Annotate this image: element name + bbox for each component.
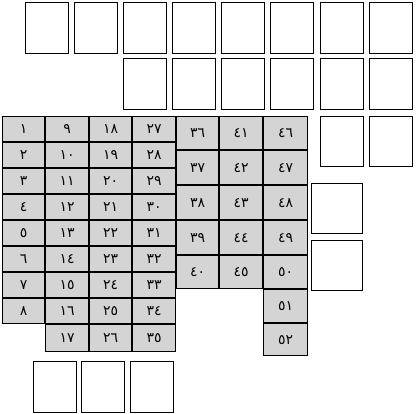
number-cell: ٢٥	[89, 298, 132, 324]
number-cell: ٢٧	[132, 116, 176, 142]
number-cell: ٣٠	[132, 194, 176, 220]
empty-slot[interactable]	[311, 240, 363, 291]
number-cell: ١٣	[45, 220, 89, 246]
number-cell: ٢٦	[89, 324, 132, 352]
number-cell: ٤٦	[263, 116, 308, 150]
number-cell: ٢٩	[132, 168, 176, 194]
number-cell: ٤٥	[219, 255, 263, 289]
number-cell: ٤٧	[263, 150, 308, 185]
number-cell: ٣٩	[176, 220, 219, 255]
empty-slot[interactable]	[369, 2, 413, 54]
number-cell: ١٠	[45, 142, 89, 168]
empty-slot[interactable]	[270, 2, 314, 54]
number-cell: ١٦	[45, 298, 89, 324]
empty-slot[interactable]	[25, 2, 69, 54]
number-cell: ١٥	[45, 272, 89, 298]
number-cell: ٤٤	[219, 220, 263, 255]
empty-slot[interactable]	[172, 58, 216, 110]
empty-slot[interactable]	[221, 58, 265, 110]
number-cell: ١٨	[89, 116, 132, 142]
number-cell: ٢	[2, 142, 45, 168]
empty-slot[interactable]	[33, 361, 77, 413]
empty-slot[interactable]	[320, 2, 364, 54]
number-cell: ١٩	[89, 142, 132, 168]
number-cell: ٣٢	[132, 246, 176, 272]
number-cell: ٣٤	[132, 298, 176, 324]
number-cell: ٤٣	[219, 185, 263, 220]
number-cell: ٥٠	[263, 255, 308, 289]
number-cell: ٩	[45, 116, 89, 142]
number-cell: ٣	[2, 168, 45, 194]
number-cell: ٤	[2, 194, 45, 220]
number-cell: ٤٠	[176, 255, 219, 289]
number-cell: ١٢	[45, 194, 89, 220]
number-cell: ٣٥	[132, 324, 176, 352]
number-cell: ٦	[2, 246, 45, 272]
number-cell: ٣١	[132, 220, 176, 246]
empty-slot[interactable]	[130, 361, 174, 413]
number-cell: ٣٧	[176, 150, 219, 185]
number-cell: ٢٢	[89, 220, 132, 246]
number-cell: ١١	[45, 168, 89, 194]
empty-slot[interactable]	[74, 2, 118, 54]
empty-slot[interactable]	[81, 361, 125, 413]
number-cell: ٣٨	[176, 185, 219, 220]
empty-slot[interactable]	[172, 2, 216, 54]
number-cell: ٣٦	[176, 116, 219, 150]
number-cell: ٤٩	[263, 220, 308, 255]
number-cell: ٨	[2, 298, 45, 324]
number-cell: ٤٨	[263, 185, 308, 220]
empty-slot[interactable]	[320, 116, 364, 167]
empty-slot[interactable]	[369, 116, 413, 167]
number-cell: ٥	[2, 220, 45, 246]
number-cell: ٧	[2, 272, 45, 298]
number-cell: ٢٨	[132, 142, 176, 168]
number-cell: ٥٢	[263, 323, 308, 356]
number-cell: ٥١	[263, 289, 308, 323]
number-cell: ٤٢	[219, 150, 263, 185]
number-cell: ٢١	[89, 194, 132, 220]
number-cell: ٢٣	[89, 246, 132, 272]
empty-slot[interactable]	[320, 58, 364, 110]
empty-slot[interactable]	[369, 58, 413, 110]
empty-slot[interactable]	[123, 58, 167, 110]
number-cell: ١٧	[45, 324, 89, 352]
number-cell: ١٤	[45, 246, 89, 272]
empty-slot[interactable]	[311, 183, 363, 234]
number-cell: ٤١	[219, 116, 263, 150]
number-cell: ٣٣	[132, 272, 176, 298]
number-cell: ١	[2, 116, 45, 142]
empty-slot[interactable]	[270, 58, 314, 110]
number-cell: ٢٤	[89, 272, 132, 298]
empty-slot[interactable]	[221, 2, 265, 54]
number-cell: ٢٠	[89, 168, 132, 194]
empty-slot[interactable]	[123, 2, 167, 54]
